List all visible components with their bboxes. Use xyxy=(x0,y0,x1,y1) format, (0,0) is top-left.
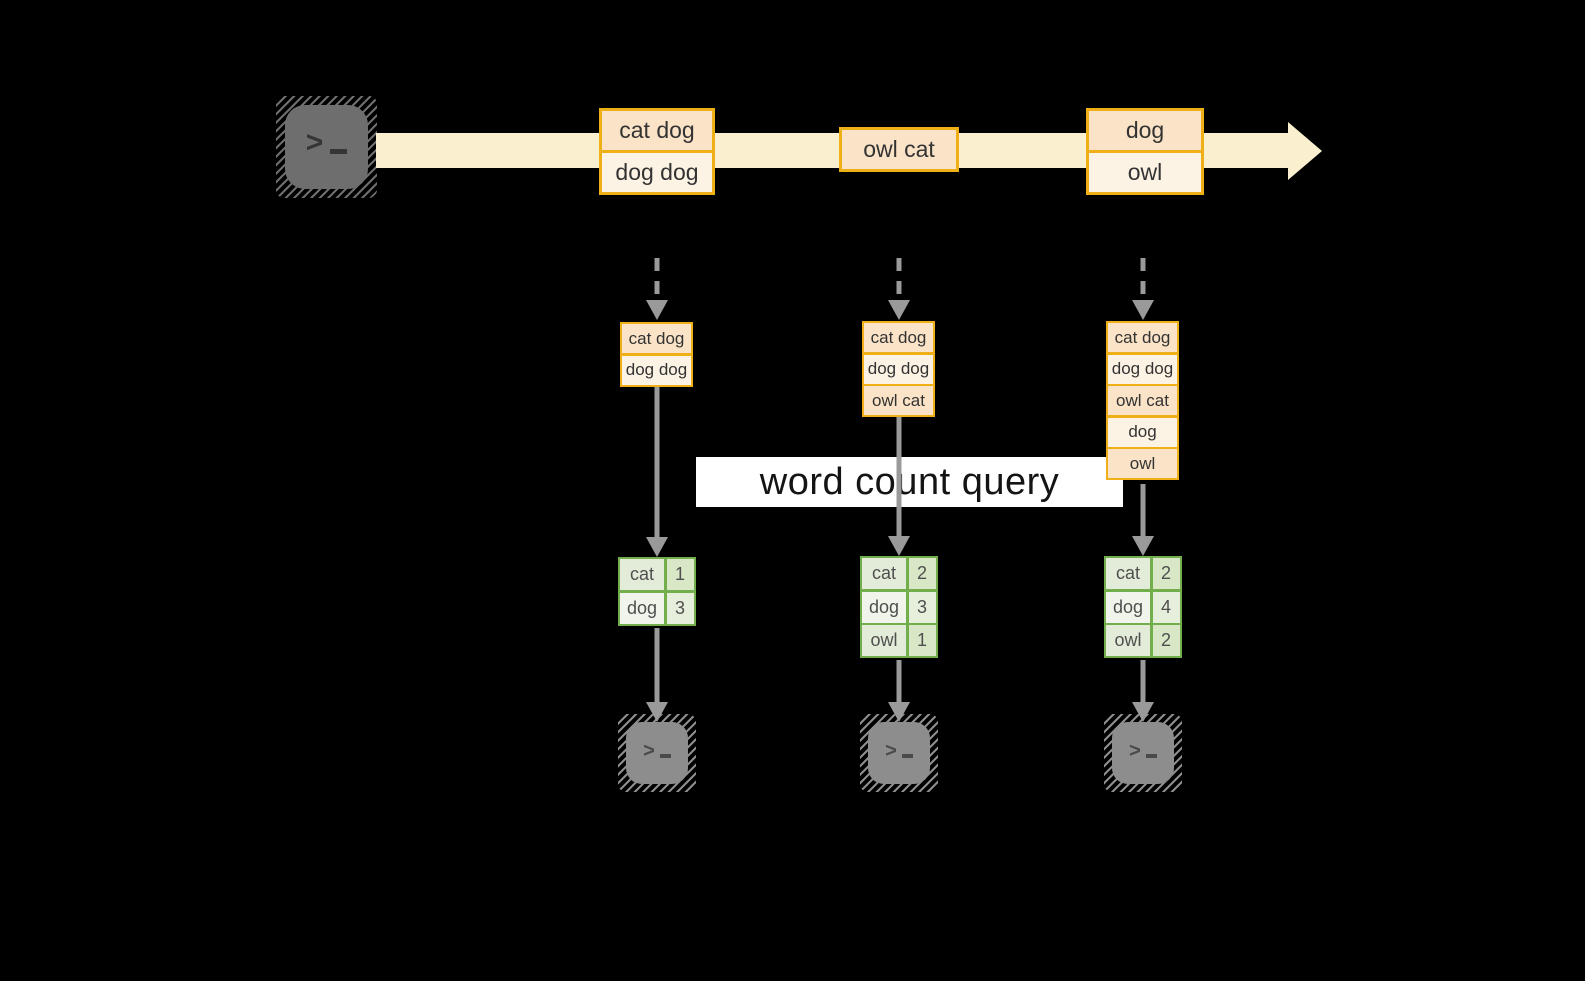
query-arrow-head-icon xyxy=(888,536,910,556)
table-cell-count: 1 xyxy=(908,625,936,656)
query-arrow-line xyxy=(1140,484,1146,537)
terminal-prompt-icon: > xyxy=(306,128,348,158)
word-count-query-band: word count query xyxy=(696,457,1123,507)
stream-buffer-3: cat dog dog dog owl cat dog owl xyxy=(1106,321,1179,480)
stream-arrowhead-icon xyxy=(1288,122,1322,180)
table-cell-word: cat xyxy=(1106,558,1150,589)
buffer-row: owl xyxy=(1108,449,1177,478)
query-arrow-head-icon xyxy=(1132,536,1154,556)
buffer-row: owl cat xyxy=(1108,386,1177,415)
terminal-body: > xyxy=(868,722,930,784)
event-batch-3: dog owl xyxy=(1086,108,1204,195)
terminal-prompt-icon: > xyxy=(885,741,913,761)
buffer-row: cat dog xyxy=(1108,323,1177,352)
event-row: owl xyxy=(1089,153,1201,192)
result-table-3: cat 2 dog 4 owl 2 xyxy=(1104,556,1182,658)
output-arrow-head-icon xyxy=(888,702,910,722)
event-row: dog dog xyxy=(602,153,712,192)
event-row: owl cat xyxy=(842,130,956,169)
sink-terminal-icon: > xyxy=(1104,714,1182,792)
stream-buffer-1: cat dog dog dog xyxy=(620,322,693,387)
buffer-row: dog dog xyxy=(1108,354,1177,384)
buffer-row: owl cat xyxy=(864,386,933,415)
microbatch-arrow-head-icon xyxy=(646,300,668,320)
table-cell-word: dog xyxy=(620,592,664,624)
table-cell-count: 2 xyxy=(1152,558,1180,589)
microbatch-arrow-line xyxy=(654,258,660,302)
buffer-row: cat dog xyxy=(864,323,933,352)
event-batch-1: cat dog dog dog xyxy=(599,108,715,195)
terminal-body: > xyxy=(1112,722,1174,784)
result-table-1: cat 1 dog 3 xyxy=(618,557,696,626)
sink-terminal-icon: > xyxy=(618,714,696,792)
table-cell-count: 2 xyxy=(1152,625,1180,656)
buffer-row: dog dog xyxy=(864,354,933,384)
table-cell-word: dog xyxy=(862,591,906,623)
event-row: dog xyxy=(1089,111,1201,150)
microbatch-arrow-head-icon xyxy=(888,300,910,320)
terminal-prompt-icon: > xyxy=(1129,741,1157,761)
source-terminal-icon: > xyxy=(276,96,377,198)
query-arrow-line xyxy=(896,417,902,537)
output-arrow-line xyxy=(654,628,660,704)
table-cell-count: 3 xyxy=(666,592,694,624)
table-cell-word: cat xyxy=(620,559,664,590)
terminal-body: > xyxy=(626,722,688,784)
table-cell-count: 4 xyxy=(1152,591,1180,623)
output-arrow-head-icon xyxy=(646,702,668,722)
table-cell-count: 1 xyxy=(666,559,694,590)
result-table-2: cat 2 dog 3 owl 1 xyxy=(860,556,938,658)
buffer-row: dog xyxy=(1108,417,1177,447)
terminal-prompt-icon: > xyxy=(643,741,671,761)
table-cell-word: cat xyxy=(862,558,906,589)
table-cell-word: owl xyxy=(862,625,906,656)
query-arrow-head-icon xyxy=(646,537,668,557)
buffer-row: dog dog xyxy=(622,355,691,385)
sink-terminal-icon: > xyxy=(860,714,938,792)
microbatch-arrow-line xyxy=(896,258,902,302)
buffer-row: cat dog xyxy=(622,324,691,353)
table-cell-count: 3 xyxy=(908,591,936,623)
table-cell-count: 2 xyxy=(908,558,936,589)
microbatch-arrow-head-icon xyxy=(1132,300,1154,320)
query-arrow-line xyxy=(654,386,660,538)
table-cell-word: dog xyxy=(1106,591,1150,623)
event-row: cat dog xyxy=(602,111,712,150)
stream-buffer-2: cat dog dog dog owl cat xyxy=(862,321,935,417)
terminal-body: > xyxy=(285,105,368,189)
table-cell-word: owl xyxy=(1106,625,1150,656)
output-arrow-head-icon xyxy=(1132,702,1154,722)
event-batch-2: owl cat xyxy=(839,127,959,172)
output-arrow-line xyxy=(1140,660,1146,704)
microbatch-arrow-line xyxy=(1140,258,1146,302)
output-arrow-line xyxy=(896,660,902,704)
query-band-label: word count query xyxy=(759,460,1060,503)
